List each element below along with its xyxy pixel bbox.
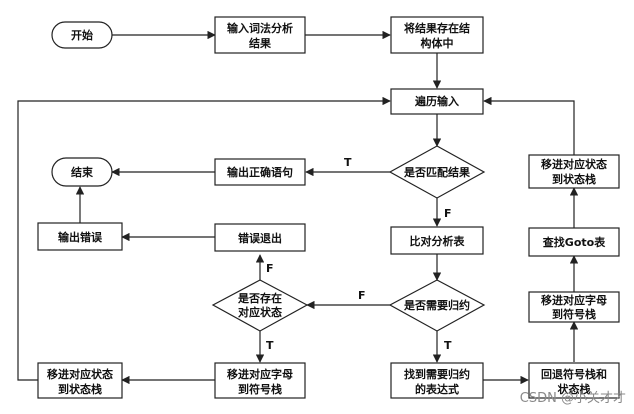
- node-error-exit-label: 错误退出: [238, 231, 282, 245]
- label-reduce-true: T: [444, 339, 452, 352]
- node-push-char-right: 移进对应字母 到符号栈: [528, 291, 620, 323]
- nodes: 开始 输入词法分析 结果 将结果存在结 构体中 遍历输入 是否匹配结果 输出正确…: [37, 16, 620, 399]
- node-pop-line1: 回退符号栈和: [541, 367, 607, 381]
- node-output-error-label: 输出错误: [58, 230, 103, 244]
- node-input-lex-line1: 输入词法分析: [227, 21, 293, 35]
- node-pop-line2: 状态栈: [558, 382, 591, 396]
- label-match-false: F: [444, 207, 452, 220]
- node-find-goto-label: 查找Goto表: [543, 235, 606, 249]
- node-find-goto: 查找Goto表: [528, 227, 620, 257]
- node-push-state-left: 移进对应状态 到状态栈: [37, 362, 123, 399]
- node-output-correct-label: 输出正确语句: [227, 165, 293, 179]
- node-store-struct: 将结果存在结 构体中: [390, 16, 484, 54]
- node-input-lex-line2: 结果: [248, 36, 271, 50]
- node-end-label: 结束: [70, 165, 94, 179]
- node-reduce-label: 是否需要归约: [403, 298, 470, 312]
- node-push-state-right-line1: 移进对应状态: [541, 157, 607, 171]
- node-push-char-right-line2: 到符号栈: [552, 307, 596, 321]
- node-store-line1: 将结果存在结: [404, 21, 470, 35]
- label-reduce-false: F: [358, 289, 366, 302]
- node-push-state-left-line1: 移进对应状态: [47, 367, 113, 381]
- node-end: 结束: [51, 157, 113, 187]
- node-traverse: 遍历输入: [390, 88, 484, 115]
- node-push-state-right: 移进对应状态 到状态栈: [528, 154, 620, 189]
- node-exist-line2: 对应状态: [238, 305, 282, 319]
- node-push-state-right-line2: 到状态栈: [552, 172, 596, 186]
- node-find-line1: 找到需要归约: [404, 367, 470, 381]
- node-match-label: 是否匹配结果: [403, 165, 470, 179]
- node-match-decision: 是否匹配结果: [388, 145, 486, 199]
- node-output-correct: 输出正确语句: [214, 158, 306, 186]
- node-push-char-right-line1: 移进对应字母: [541, 293, 607, 307]
- edge-pushstate-loop: [17, 96, 391, 381]
- node-input-lex: 输入词法分析 结果: [214, 16, 306, 54]
- node-compare-label: 比对分析表: [410, 234, 466, 248]
- node-push-char-line2: 到符号栈: [238, 382, 282, 396]
- node-exist-line1: 是否存在: [237, 291, 282, 305]
- node-store-line2: 构体中: [421, 36, 454, 50]
- node-find-line2: 的表达式: [415, 382, 459, 396]
- node-push-char-line1: 移进对应字母: [227, 367, 293, 381]
- watermark-text: CSDN @小关才才: [520, 391, 626, 406]
- node-traverse-label: 遍历输入: [414, 94, 459, 108]
- label-match-true: T: [344, 156, 352, 169]
- label-exist-false: F: [266, 262, 274, 275]
- node-push-state-left-line2: 到状态栈: [58, 382, 102, 396]
- node-error-exit: 错误退出: [214, 223, 306, 252]
- node-pop-stacks: 回退符号栈和 状态栈: [528, 362, 620, 399]
- edges: [17, 30, 579, 385]
- edge-labels: T F F T F T: [266, 156, 452, 352]
- node-compare-table: 比对分析表: [390, 226, 484, 255]
- node-find-reduce: 找到需要归约 的表达式: [390, 362, 484, 399]
- node-start: 开始: [51, 21, 113, 49]
- node-output-error: 输出错误: [37, 222, 123, 251]
- node-exist-decision: 是否存在 对应状态: [211, 279, 309, 332]
- node-reduce-decision: 是否需要归约: [388, 279, 486, 332]
- node-push-char: 移进对应字母 到符号栈: [214, 362, 306, 399]
- node-start-label: 开始: [71, 28, 93, 42]
- edge-pushstate-right-loop: [483, 96, 575, 158]
- label-exist-true: T: [266, 339, 274, 352]
